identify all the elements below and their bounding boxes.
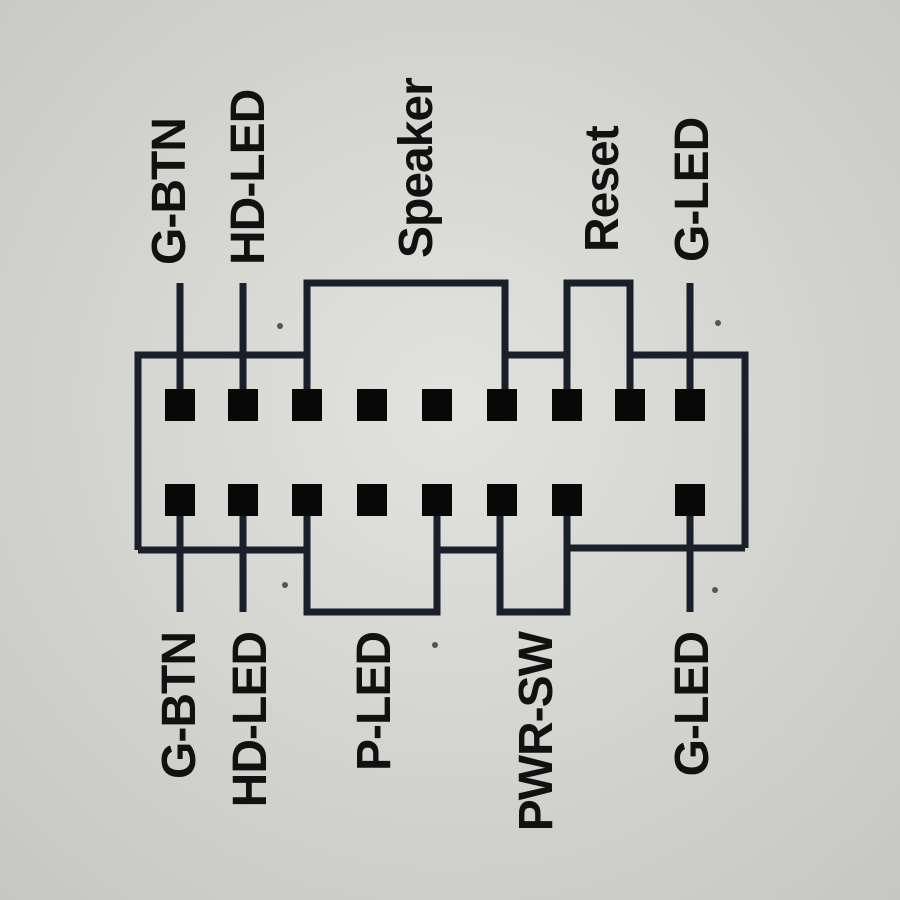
top-pin-5	[422, 389, 452, 421]
bottom-pin-3	[292, 484, 322, 516]
top-label-reset: Reset	[576, 125, 629, 252]
bottom-pin-9	[675, 484, 705, 516]
bottom-label-hd-led: HD-LED	[224, 632, 277, 807]
top-pin-1	[165, 389, 195, 421]
bottom-pin-1	[165, 484, 195, 516]
bottom-pin-6	[487, 484, 517, 516]
top-pin-8	[615, 389, 645, 421]
top-label-g-led: G-LED	[666, 118, 719, 262]
top-label-speaker: Speaker	[390, 78, 443, 258]
bottom-label-p-led: P-LED	[348, 632, 401, 771]
polarity-markers	[277, 320, 721, 648]
bottom-pin-7	[552, 484, 582, 516]
bottom-pin-2	[228, 484, 258, 516]
bottom-label-g-btn: G-BTN	[153, 632, 206, 779]
top-pin-7	[552, 389, 582, 421]
top-label-hd-led: HD-LED	[222, 90, 275, 265]
bottom-label-pwr-sw: PWR-SW	[510, 630, 563, 831]
top-pin-2	[228, 389, 258, 421]
pin-rows	[165, 389, 705, 516]
top-pin-9	[675, 389, 705, 421]
top-leads	[176, 283, 694, 405]
top-label-g-btn: G-BTN	[143, 118, 196, 265]
bottom-pin-5	[422, 484, 452, 516]
top-pin-6	[487, 389, 517, 421]
header-outline-top	[134, 279, 749, 550]
bottom-label-g-led: G-LED	[666, 632, 719, 776]
top-pin-3	[292, 389, 322, 421]
header-outline-bottom	[138, 544, 745, 616]
bottom-pin-4	[357, 484, 387, 516]
top-pin-4	[357, 389, 387, 421]
